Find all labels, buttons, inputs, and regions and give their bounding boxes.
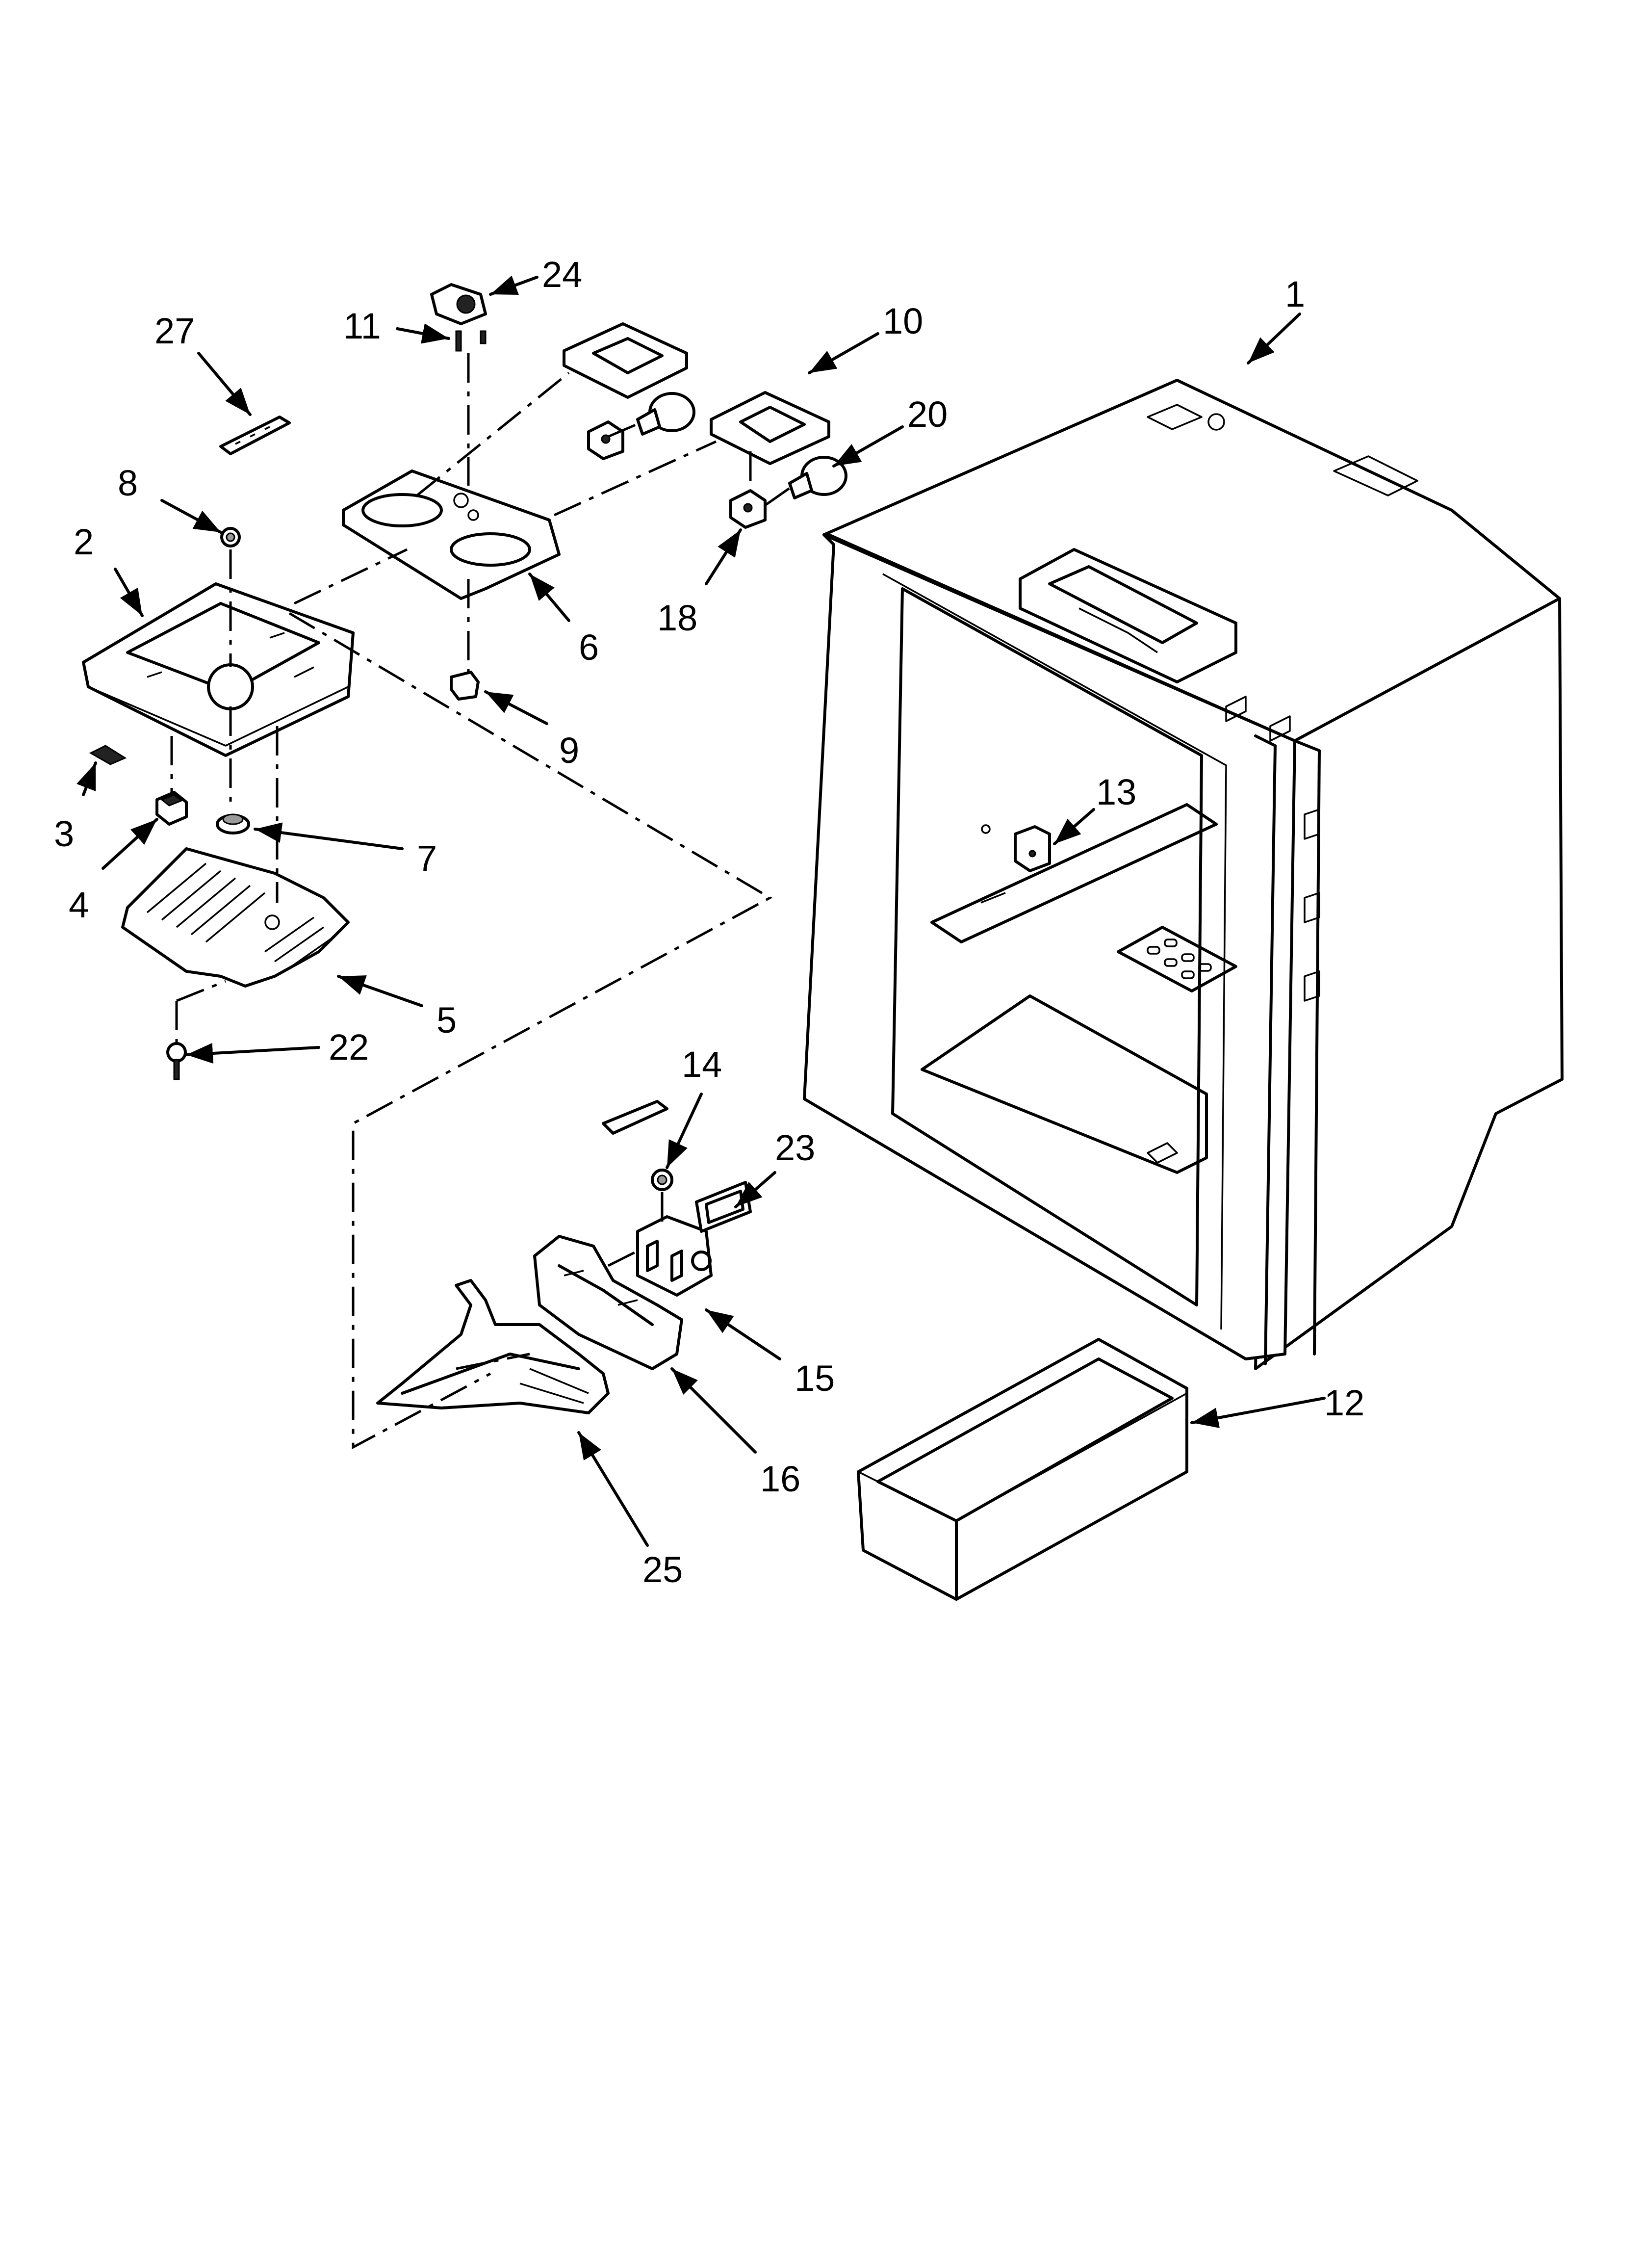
callout-25: 25 [642,1549,683,1590]
callout-1: 1 [1285,274,1305,314]
callout-2: 2 [74,521,94,562]
nut [220,527,241,547]
callout-13: 13 [1096,772,1136,812]
callout-20: 20 [907,394,948,435]
callout-14: 14 [682,1044,722,1085]
callout-labels: 1 2 3 4 5 6 7 8 9 10 11 12 13 14 15 16 1… [54,254,1364,1590]
lamp-housing [82,582,355,757]
callout-24: 24 [542,254,582,295]
wire-harness-upper [219,416,291,455]
callout-9: 9 [559,730,579,771]
callout-27: 27 [154,311,195,351]
lamp-bracket [342,469,561,600]
dispenser-body [533,1235,683,1370]
dispenser-lens [695,1181,752,1233]
callout-4: 4 [69,885,89,925]
thermistor [981,824,1051,872]
damper-control [430,283,487,325]
dispenser-chute [376,1279,610,1414]
callout-15: 15 [795,1358,835,1399]
callout-18: 18 [657,598,697,638]
clip [450,671,480,701]
lens-strip [89,745,127,765]
callout-6: 6 [579,627,599,668]
callout-16: 16 [760,1459,800,1499]
liner [803,379,1564,1370]
callout-10: 10 [883,301,923,341]
callout-11: 11 [343,306,381,346]
callout-8: 8 [118,463,138,503]
grommet [216,813,250,834]
nut-lower [651,1169,673,1191]
lamp-socket-right [729,489,767,529]
lamp-cover-left [563,322,688,399]
light-switch [155,791,188,826]
screw [455,330,487,352]
wire-harness-lower [602,1100,668,1135]
callout-7: 7 [417,838,437,879]
lamp-socket-left [587,420,624,460]
callout-12: 12 [1324,1382,1364,1423]
callout-23: 23 [775,1127,815,1168]
switch-housing [636,1215,713,1297]
callout-3: 3 [54,813,74,854]
leader-lines [77,275,1326,1547]
callout-22: 22 [329,1027,369,1068]
light-bulb-left [636,392,695,436]
alignment-lines [170,353,791,1450]
callout-5: 5 [436,1000,457,1041]
shield-screw [166,1042,187,1080]
lamp-cover-right [710,391,830,465]
bin [857,1338,1188,1601]
lamp-shield [121,847,350,988]
